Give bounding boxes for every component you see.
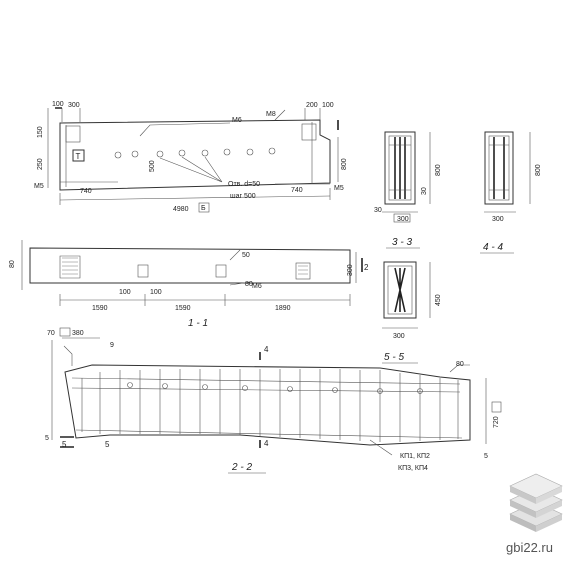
s4-dim-300: 300 [492,216,504,223]
s4-caption: 4 - 4 [483,242,503,253]
box-mark-t: Т [76,152,81,161]
side-dim-1590-b: 1590 [175,305,191,312]
side-dim-1590-a: 1590 [92,305,108,312]
rebar-verticals [81,369,459,442]
long-dim-720: 720 [493,416,500,428]
dim-100-left: 100 [52,101,64,108]
s3-dim-30-a: 30 [374,207,382,214]
long-dim-80: 80 [456,361,464,368]
long-caption: 2 - 2 [231,462,252,473]
dim-800: 800 [341,158,348,170]
longitudinal-view: 70 380 9 5 80 720 5 4 4 5 5 КП1, КП2 КП3… [45,327,502,474]
long-label-4-bottom: 4 [264,439,269,448]
s3-dim-30-b: 30 [421,187,428,195]
side-dim-80-a: 80 [9,260,16,268]
label-m5-left: М5 [34,183,44,190]
side-caption: 1 - 1 [188,318,208,329]
side-dim-300: 300 [347,264,354,276]
box-mark-b: Б [201,205,206,212]
label-step: шаг 500 [230,193,256,200]
side-dim-50: 50 [242,252,250,259]
dim-4980: 4980 [173,206,189,213]
dim-740-left: 740 [80,188,92,195]
dim-200-right: 200 [306,102,318,109]
label-hole: Отв. d=50 [228,181,260,188]
section-5-5: 450 300 5 - 5 [382,261,442,364]
side-dim-100-a: 100 [119,289,131,296]
long-label-4-top: 4 [264,345,269,354]
long-label-kp12: КП1, КП2 [400,453,430,460]
side-dim-100-b: 100 [150,289,162,296]
long-dim-5-left: 5 [45,435,49,442]
section-4-4: 800 300 4 - 4 [480,131,542,254]
stacked-slabs-icon [509,473,563,532]
label-m6: М6 [232,117,242,124]
s5-dim-300: 300 [393,333,405,340]
long-label-5-right: 5 [105,440,110,449]
long-dim-5-right: 5 [484,453,488,460]
s4-dim-800: 800 [535,164,542,176]
side-view: 80 100 100 50 80 1590 1590 1890 300 М6 2… [9,240,369,329]
long-dim-9: 9 [110,342,114,349]
long-dim-380: 380 [72,330,84,337]
long-label-kp34: КП3, КП4 [398,465,428,472]
s3-dim-300: 300 [397,216,409,223]
label-m8: М8 [266,111,276,118]
side-label-m6: М6 [252,283,262,290]
side-label-2: 2 [364,263,369,272]
long-dim-70: 70 [47,330,55,337]
s3-dim-800: 800 [435,164,442,176]
section-3-3: 30 30 800 300 3 - 3 [374,131,442,249]
brand-text: gbi22.ru [506,540,553,555]
s5-caption: 5 - 5 [384,352,404,363]
dim-300-left: 300 [68,102,80,109]
dim-250: 250 [37,158,44,170]
s3-caption: 3 - 3 [392,237,412,248]
side-dim-80-b: 80 [245,281,253,288]
dim-740-right: 740 [291,187,303,194]
label-m5-right: М5 [334,185,344,192]
dim-500: 500 [149,160,156,172]
top-view: Т 100 300 200 100 150 250 740 4980 Б 740… [34,101,348,213]
brand-logo: gbi22.ru [506,473,563,555]
side-dim-1890: 1890 [275,305,291,312]
dim-150: 150 [37,126,44,138]
s5-dim-450: 450 [435,294,442,306]
dim-100-right: 100 [322,102,334,109]
long-label-5-left: 5 [62,440,67,449]
